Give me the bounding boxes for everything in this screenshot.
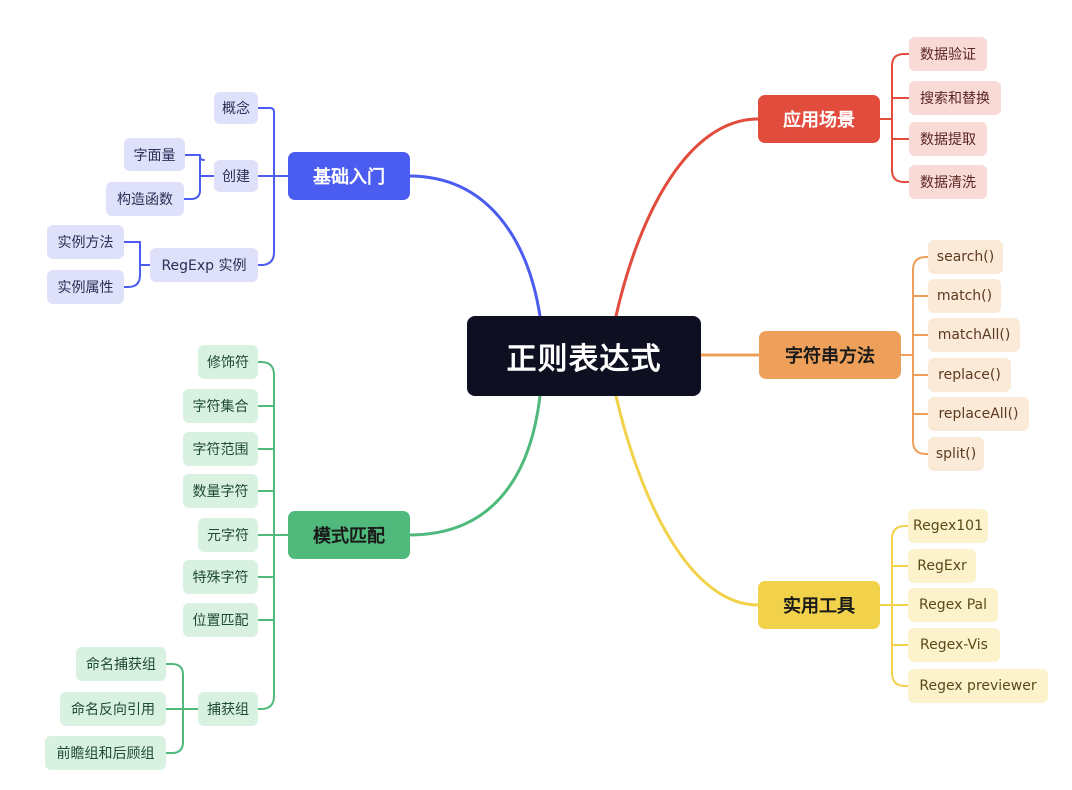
leaf-character-ranges[interactable]: 字符范围 bbox=[183, 432, 258, 466]
connector-basics bbox=[407, 174, 542, 318]
leaf-named-capture-groups[interactable]: 命名捕获组 bbox=[76, 647, 166, 681]
branch-basics-label: 基础入门 bbox=[313, 167, 385, 188]
branch-scenarios[interactable]: 应用场景 bbox=[758, 95, 880, 143]
leaf-matchall-method[interactable]: matchAll() bbox=[928, 318, 1020, 352]
leaf-named-backreferences[interactable]: 命名反向引用 bbox=[60, 692, 166, 726]
branch-scenarios-label: 应用场景 bbox=[783, 110, 855, 131]
leaf-replace-method[interactable]: replace() bbox=[928, 358, 1011, 392]
leaf-character-sets[interactable]: 字符集合 bbox=[183, 389, 258, 423]
leaf-replaceall-method[interactable]: replaceAll() bbox=[928, 397, 1029, 431]
leaf-capture-groups[interactable]: 捕获组 bbox=[198, 692, 258, 726]
branch-string-methods-label: 字符串方法 bbox=[785, 346, 875, 367]
leaf-regexp-instance[interactable]: RegExp 实例 bbox=[150, 248, 258, 282]
leaf-match-method[interactable]: match() bbox=[928, 279, 1001, 313]
leaf-modifiers[interactable]: 修饰符 bbox=[198, 345, 258, 379]
branch-tools-label: 实用工具 bbox=[783, 596, 855, 617]
leaf-regex-vis[interactable]: Regex-Vis bbox=[908, 628, 1000, 662]
leaf-constructor[interactable]: 构造函数 bbox=[106, 182, 184, 216]
leaf-search-method[interactable]: search() bbox=[928, 240, 1003, 274]
leaf-data-extraction[interactable]: 数据提取 bbox=[909, 122, 987, 156]
connector-scenarios bbox=[614, 117, 760, 318]
branch-basics[interactable]: 基础入门 bbox=[288, 152, 410, 200]
branch-patterns[interactable]: 模式匹配 bbox=[288, 511, 410, 559]
leaf-instance-methods[interactable]: 实例方法 bbox=[47, 225, 124, 259]
connector-patterns bbox=[407, 394, 542, 537]
leaf-search-replace[interactable]: 搜索和替换 bbox=[909, 81, 1001, 115]
branch-string-methods[interactable]: 字符串方法 bbox=[759, 331, 901, 379]
leaf-regexr[interactable]: RegExr bbox=[908, 549, 976, 583]
leaf-create[interactable]: 创建 bbox=[214, 160, 258, 192]
leaf-metacharacters[interactable]: 元字符 bbox=[198, 518, 258, 552]
leaf-instance-properties[interactable]: 实例属性 bbox=[47, 270, 124, 304]
leaf-regex101[interactable]: Regex101 bbox=[908, 509, 988, 543]
leaf-lookahead-lookbehind[interactable]: 前瞻组和后顾组 bbox=[45, 736, 166, 770]
root-label: 正则表达式 bbox=[506, 342, 662, 377]
leaf-position-matching[interactable]: 位置匹配 bbox=[183, 603, 258, 637]
leaf-regex-previewer[interactable]: Regex previewer bbox=[908, 669, 1048, 703]
leaf-special-characters[interactable]: 特殊字符 bbox=[183, 560, 258, 594]
connector-tools bbox=[614, 394, 760, 607]
leaf-concept[interactable]: 概念 bbox=[214, 92, 258, 124]
root-node[interactable]: 正则表达式 bbox=[467, 316, 701, 396]
branch-tools[interactable]: 实用工具 bbox=[758, 581, 880, 629]
branch-patterns-label: 模式匹配 bbox=[313, 526, 385, 547]
leaf-literal[interactable]: 字面量 bbox=[124, 138, 185, 171]
leaf-data-cleaning[interactable]: 数据清洗 bbox=[909, 165, 987, 199]
leaf-data-validation[interactable]: 数据验证 bbox=[909, 37, 987, 71]
leaf-quantifiers[interactable]: 数量字符 bbox=[183, 474, 258, 508]
leaf-regex-pal[interactable]: Regex Pal bbox=[908, 588, 998, 622]
leaf-split-method[interactable]: split() bbox=[928, 437, 984, 471]
